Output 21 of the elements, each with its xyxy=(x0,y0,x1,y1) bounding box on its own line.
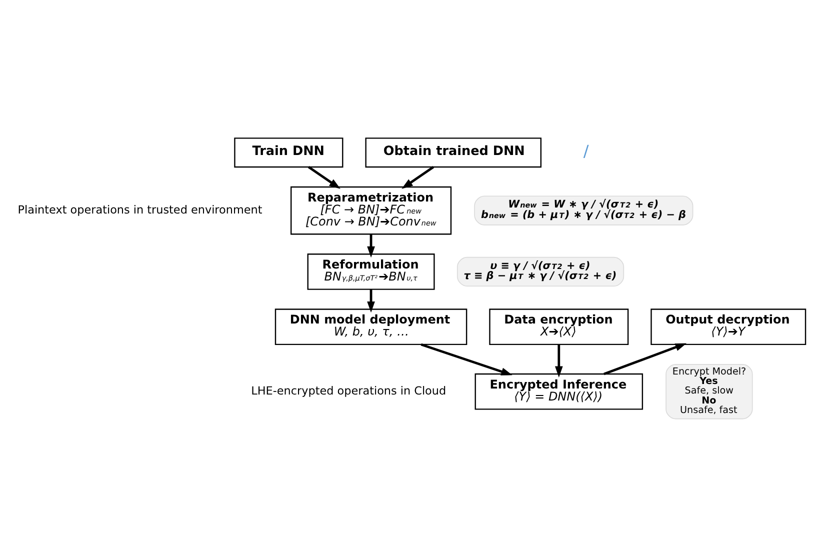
node-box: Encrypt Model? Yes Safe, slow No Unsafe, fast xyxy=(666,364,753,420)
label: Plaintext operations in trusted environment xyxy=(18,204,262,217)
node-box: Encrypted Inference ⟨Y⟩ = DNN(⟨X⟩) xyxy=(474,373,644,410)
node-box: Wnew = W ∗ γ / √(σT2 + ϵ) bnew = (b + μT) ∗ γ / √(σT2 + ϵ) − β xyxy=(474,196,694,226)
node-box: υ ≡ γ / √(σT2 + ϵ) τ ≡ β − μT ∗ γ / √(σT2 + ϵ) xyxy=(456,256,624,286)
node-box: Reformulation BNγ,β,μT,σT²➔BNυ,τ xyxy=(307,254,435,290)
arrow xyxy=(420,343,512,376)
label: LHE-encrypted operations in Cloud xyxy=(251,384,446,398)
arrow xyxy=(554,344,563,378)
node-box: DNN model deployment W, b, υ, τ, … xyxy=(274,308,468,346)
node-box: Reparametrization [FC → BN]➔FCnew [Conv → BN]➔Convnew xyxy=(290,186,452,235)
node-box: Train DNN xyxy=(234,138,344,168)
label: / xyxy=(583,142,589,161)
node-box: Data encryption X➔⟨X⟩ xyxy=(489,308,629,346)
arrow xyxy=(402,166,434,189)
arrow xyxy=(367,289,375,313)
node-box: Output decryption ⟨Y⟩➔Y xyxy=(650,308,806,346)
arrow xyxy=(308,166,340,189)
node-box: Obtain trained DNN xyxy=(365,138,542,168)
arrow xyxy=(367,234,375,258)
arrow xyxy=(604,343,687,376)
